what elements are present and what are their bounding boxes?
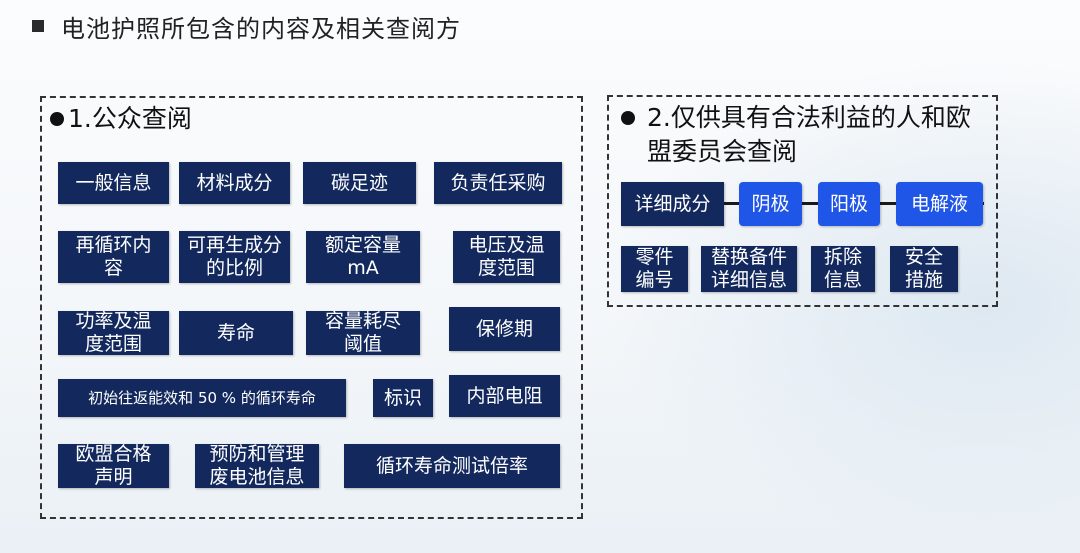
public-item-warranty: 保修期 (449, 307, 560, 351)
slide-heading: 电池护照所包含的内容及相关查阅方 (32, 8, 461, 44)
restricted-access-panel: 2.仅供具有合法利益的人和欧盟委员会查阅 详细成分 阴极 阳极 电解液 零件编号… (607, 95, 998, 307)
public-item-general-info: 一般信息 (58, 162, 169, 204)
eu-item-part-number: 零件编号 (621, 246, 688, 292)
public-item-renewable: 可再生成分的比例 (179, 231, 290, 283)
bullet-square-icon (32, 20, 44, 32)
public-item-waste-info: 预防和管理废电池信息 (195, 443, 319, 488)
public-item-voltage: 电压及温度范围 (453, 231, 560, 283)
public-item-marking: 标识 (373, 379, 433, 417)
eu-panel-title: 2.仅供具有合法利益的人和欧盟委员会查阅 (621, 101, 991, 169)
eu-item-cathode: 阴极 (739, 182, 802, 226)
public-item-recycled: 再循环内容 (58, 231, 169, 283)
eu-item-electrolyte: 电解液 (896, 182, 983, 226)
public-item-capacity: 额定容量mA (306, 231, 420, 283)
eu-item-dismantling: 拆除信息 (811, 246, 875, 292)
public-item-efficiency: 初始往返能效和 50 % 的循环寿命 (58, 379, 346, 417)
public-access-panel: 1.公众查阅 一般信息 材料成分 碳足迹 负责任采购 再循环内容 可再生成分的比… (40, 96, 583, 519)
eu-item-safety: 安全措施 (890, 246, 958, 292)
public-item-sourcing: 负责任采购 (434, 162, 562, 204)
public-item-material: 材料成分 (179, 162, 290, 204)
eu-item-detailed-composition: 详细成分 (621, 182, 724, 226)
slide-title: 电池护照所包含的内容及相关查阅方 (61, 14, 461, 43)
public-item-power: 功率及温度范围 (58, 310, 169, 355)
public-item-conformity: 欧盟合格声明 (58, 443, 169, 488)
bullet-dot-icon (621, 111, 635, 125)
public-item-lifetime: 寿命 (179, 311, 293, 355)
public-item-resistance: 内部电阻 (449, 375, 560, 417)
public-item-threshold: 容量耗尽阈值 (306, 310, 420, 355)
bullet-dot-icon (50, 112, 64, 126)
public-title-text: 1.公众查阅 (68, 104, 192, 133)
eu-title-text: 2.仅供具有合法利益的人和欧盟委员会查阅 (647, 103, 971, 166)
public-item-cycle-rate: 循环寿命测试倍率 (344, 444, 560, 488)
eu-item-anode: 阳极 (818, 182, 880, 226)
public-panel-title: 1.公众查阅 (50, 102, 192, 136)
public-item-carbon: 碳足迹 (303, 162, 416, 204)
eu-item-spare-parts: 替换备件详细信息 (701, 246, 797, 292)
